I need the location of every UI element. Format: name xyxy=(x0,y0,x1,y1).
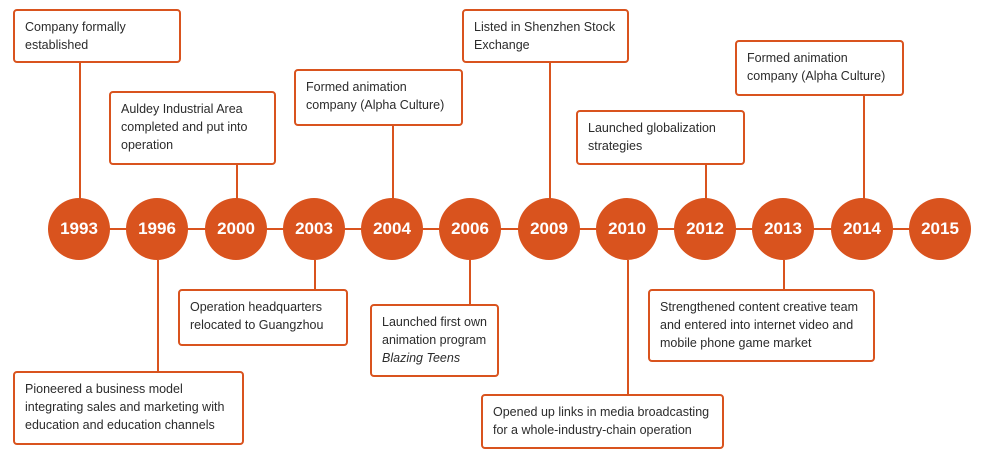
year-node-2004: 2004 xyxy=(361,198,423,260)
event-text-line: mobile phone game market xyxy=(660,336,812,350)
event-text-line: and entered into internet video and xyxy=(660,318,854,332)
event-box-1996: Pioneered a business model integrating s… xyxy=(13,371,244,445)
year-node-2013: 2013 xyxy=(752,198,814,260)
event-text-line: Launched globalization xyxy=(588,121,716,135)
event-text-line: Auldey Industrial Area xyxy=(121,102,243,116)
connector-2012 xyxy=(705,164,707,200)
connector-2013 xyxy=(783,260,785,290)
event-text-line: Pioneered a business model xyxy=(25,382,183,396)
event-text-line: relocated to Guangzhou xyxy=(190,318,324,332)
event-text-line: Opened up links in media broadcasting xyxy=(493,405,710,419)
year-node-2003: 2003 xyxy=(283,198,345,260)
event-text-line: completed and put into xyxy=(121,120,248,134)
event-text-line: Strengthened content creative team xyxy=(660,300,859,314)
event-text-line: Blazing Teens xyxy=(382,349,487,367)
event-text-line: Company formally xyxy=(25,20,126,34)
program-title: Blazing Teens xyxy=(382,351,461,365)
connector-2000 xyxy=(236,164,238,200)
event-text-line: established xyxy=(25,38,89,52)
year-node-1996: 1996 xyxy=(126,198,188,260)
event-box-2014: Formed animation company (Alpha Culture) xyxy=(735,40,904,96)
event-text-line: for a whole-industry-chain operation xyxy=(493,423,692,437)
year-node-2010: 2010 xyxy=(596,198,658,260)
event-box-2000: Auldey Industrial Area completed and put… xyxy=(109,91,276,165)
event-text-line: Launched first own xyxy=(382,315,487,329)
year-node-1993: 1993 xyxy=(48,198,110,260)
event-text-line: Operation headquarters xyxy=(190,300,323,314)
event-box-2006: Launched first own animation program Bla… xyxy=(370,304,499,377)
event-box-2012: Launched globalization strategies xyxy=(576,110,745,165)
event-text-line: Listed in Shenzhen Stock xyxy=(474,20,616,34)
event-box-2013: Strengthened content creative team and e… xyxy=(648,289,875,362)
year-node-2014: 2014 xyxy=(831,198,893,260)
event-text-line: Exchange xyxy=(474,38,530,52)
event-text-line: animation program xyxy=(382,333,487,347)
event-box-2010: Opened up links in media broadcasting fo… xyxy=(481,394,724,449)
connector-2004 xyxy=(392,125,394,200)
connector-2010 xyxy=(627,260,629,395)
event-box-2009: Listed in Shenzhen Stock Exchange xyxy=(462,9,629,63)
connector-2014 xyxy=(863,94,865,200)
event-box-1993: Company formally established xyxy=(13,9,181,63)
event-box-2004: Formed animation company (Alpha Culture) xyxy=(294,69,463,126)
event-text-line: operation xyxy=(121,138,174,152)
year-node-2000: 2000 xyxy=(205,198,267,260)
timeline-axis xyxy=(48,228,968,230)
connector-2009 xyxy=(549,62,551,199)
year-node-2015: 2015 xyxy=(909,198,971,260)
connector-2003 xyxy=(314,260,316,290)
event-box-2003: Operation headquarters relocated to Guan… xyxy=(178,289,348,346)
year-node-2006: 2006 xyxy=(439,198,501,260)
connector-2006 xyxy=(469,260,471,305)
connector-1996 xyxy=(157,260,159,372)
event-text-line: strategies xyxy=(588,139,643,153)
event-text-line: Formed animation xyxy=(747,51,848,65)
year-node-2012: 2012 xyxy=(674,198,736,260)
event-text-line: integrating sales and marketing with xyxy=(25,400,225,414)
connector-1993 xyxy=(79,62,81,199)
event-text-line: company (Alpha Culture) xyxy=(747,69,886,83)
event-text-line: Formed animation xyxy=(306,80,407,94)
year-node-2009: 2009 xyxy=(518,198,580,260)
event-text-line: education and education channels xyxy=(25,418,215,432)
event-text-line: company (Alpha Culture) xyxy=(306,98,445,112)
